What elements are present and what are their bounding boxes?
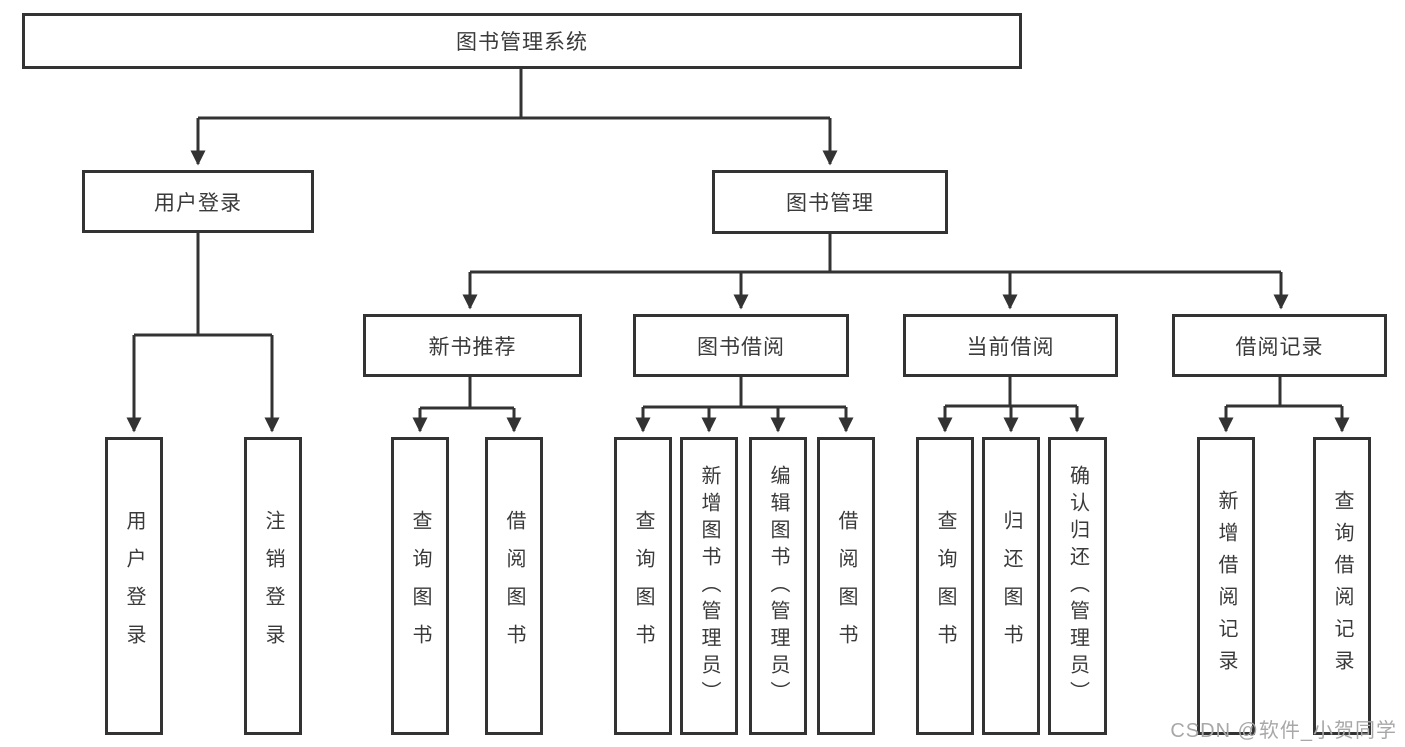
node-current-borrow: 当前借阅 <box>903 314 1118 377</box>
leaf-user-login: 用户登录 <box>105 437 163 735</box>
book-management-label: 图书管理 <box>786 192 874 215</box>
user-login-label: 用户登录 <box>154 191 242 215</box>
leaf-edit-book-admin-label: 编辑图书（管理员） <box>767 464 789 708</box>
leaf-query-borrow-record-label: 查询借阅记录 <box>1331 490 1353 682</box>
leaf-user-login-label: 用户登录 <box>123 510 145 662</box>
leaf-borrow-book-recommend-label: 借阅图书 <box>503 510 525 662</box>
leaf-logout-label: 注销登录 <box>262 510 284 662</box>
node-borrow-record: 借阅记录 <box>1172 314 1387 377</box>
leaf-edit-book-admin: 编辑图书（管理员） <box>749 437 807 735</box>
leaf-query-book-current: 查询图书 <box>916 437 974 735</box>
current-borrow-label: 当前借阅 <box>966 335 1055 359</box>
node-user-login: 用户登录 <box>82 170 314 233</box>
leaf-confirm-return-admin-label: 确认归还（管理员） <box>1066 464 1089 708</box>
node-root-system: 图书管理系统 <box>22 13 1022 69</box>
leaf-query-book-borrow-label: 查询图书 <box>632 510 654 662</box>
borrow-record-label: 借阅记录 <box>1235 335 1324 359</box>
leaf-add-book-admin-label: 新增图书（管理员） <box>698 464 720 708</box>
leaf-add-borrow-record: 新增借阅记录 <box>1197 437 1255 735</box>
leaf-return-book-label: 归还图书 <box>1000 510 1022 662</box>
leaf-add-borrow-record-label: 新增借阅记录 <box>1215 490 1237 682</box>
leaf-borrow-book-label: 借阅图书 <box>835 510 857 662</box>
new-book-recommend-label: 新书推荐 <box>428 335 517 359</box>
node-new-book-recommend: 新书推荐 <box>363 314 582 377</box>
leaf-query-book-borrow: 查询图书 <box>614 437 672 735</box>
book-borrow-label: 图书借阅 <box>697 335 785 359</box>
leaf-query-book-recommend: 查询图书 <box>391 437 449 735</box>
leaf-query-book-current-label: 查询图书 <box>934 510 956 662</box>
leaf-borrow-book: 借阅图书 <box>817 437 875 735</box>
node-book-borrow: 图书借阅 <box>633 314 849 377</box>
leaf-return-book: 归还图书 <box>982 437 1040 735</box>
leaf-borrow-book-recommend: 借阅图书 <box>485 437 543 735</box>
node-book-management: 图书管理 <box>712 170 948 234</box>
root-label: 图书管理系统 <box>456 31 588 54</box>
leaf-logout: 注销登录 <box>244 437 302 735</box>
leaf-query-book-recommend-label: 查询图书 <box>409 510 431 662</box>
leaf-add-book-admin: 新增图书（管理员） <box>680 437 738 735</box>
leaf-confirm-return-admin: 确认归还（管理员） <box>1048 437 1107 735</box>
csdn-watermark: CSDN @软件_小贺同学 <box>1170 720 1397 742</box>
leaf-query-borrow-record: 查询借阅记录 <box>1313 437 1371 735</box>
